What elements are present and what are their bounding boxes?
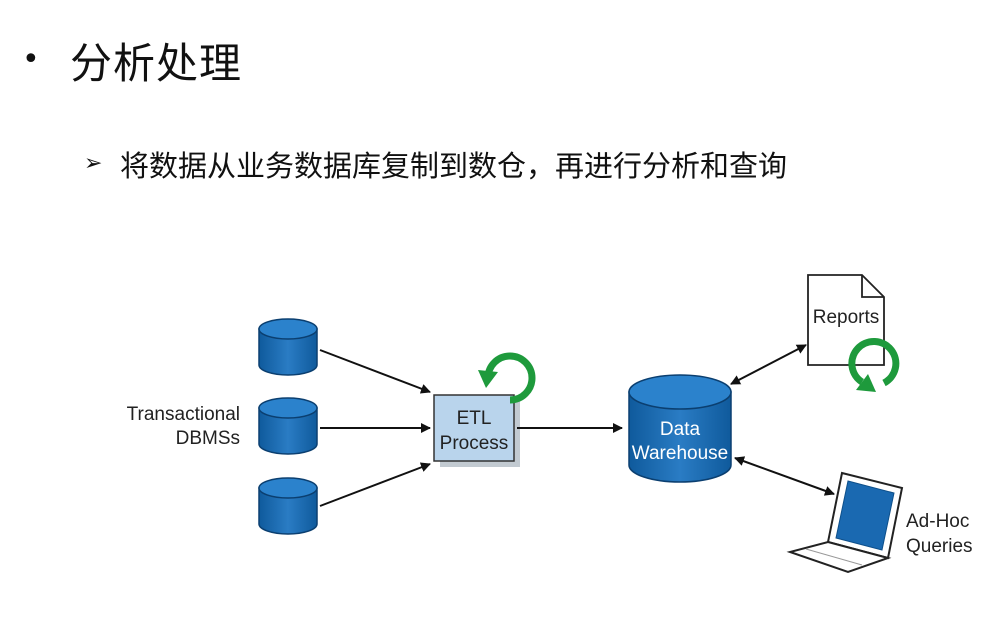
refresh-icon — [478, 352, 536, 404]
page-title: 分析处理 — [70, 38, 243, 88]
arrow-warehouse-reports — [730, 344, 807, 385]
transactional-label-line2: DBMSs — [176, 428, 240, 449]
bullet-marker: • — [22, 42, 40, 77]
warehouse-label-line2: Warehouse — [632, 443, 728, 464]
database-icon — [258, 477, 318, 535]
database-icon — [258, 397, 318, 455]
title-row: • 分析处理 — [22, 30, 242, 90]
adhoc-label-line1: Ad-Hoc — [906, 511, 969, 532]
adhoc-label-line2: Queries — [906, 536, 973, 557]
arrow-db1-to-etl — [319, 349, 431, 394]
refresh-icon — [848, 337, 900, 392]
etl-label-line1: ETL — [457, 408, 492, 429]
document-icon: Reports — [807, 274, 885, 366]
arrow-bullet-marker: ➢ — [84, 151, 103, 176]
subtitle-row: ➢ 将数据从业务数据库复制到数仓，再进行分析和查询 — [84, 140, 787, 188]
data-warehouse-icon: Data Warehouse — [628, 374, 732, 483]
subtitle: 将数据从业务数据库复制到数仓，再进行分析和查询 — [120, 149, 788, 183]
transactional-label-line1: Transactional — [127, 404, 240, 425]
arrow-warehouse-adhoc — [734, 456, 835, 496]
laptop-icon — [786, 471, 904, 574]
database-icon — [258, 318, 318, 376]
warehouse-label-line1: Data — [660, 419, 701, 440]
etl-process-box: ETL Process — [433, 394, 520, 467]
arrow-db3-to-etl — [319, 462, 431, 507]
reports-label: Reports — [813, 307, 880, 328]
etl-label-line2: Process — [440, 433, 509, 454]
